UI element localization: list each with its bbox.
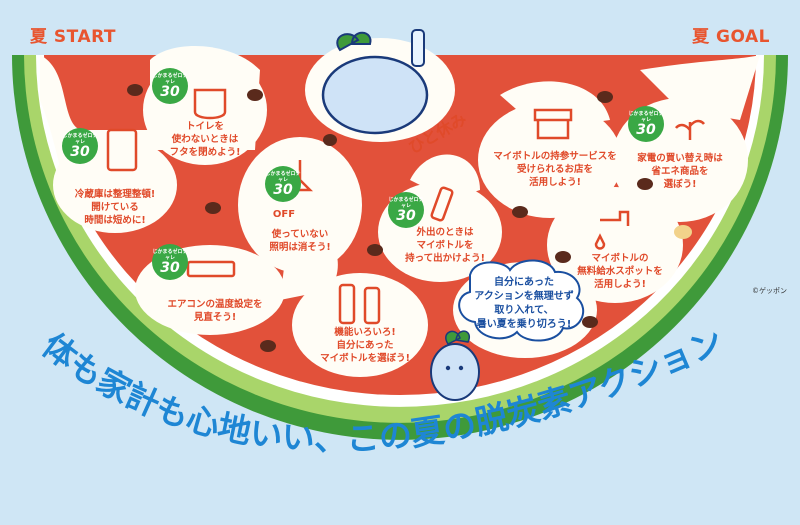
seed	[582, 316, 598, 328]
seed	[260, 340, 276, 352]
goal-label: 夏 GOAL	[692, 27, 770, 47]
water-tap-icon	[594, 210, 630, 250]
speech-bubble	[458, 259, 584, 342]
bottle-icon	[363, 286, 381, 325]
step-eco-appliances: 家電の買い替え時は 省エネ商品を 選ぼう!	[637, 153, 723, 190]
seed	[247, 89, 263, 101]
toilet-icon	[193, 88, 227, 120]
sprout-icon	[675, 119, 705, 140]
seed	[323, 134, 337, 146]
seed	[205, 202, 221, 214]
shop-icon	[533, 108, 573, 140]
credit: ©ゲッポン	[752, 287, 787, 295]
seed	[555, 251, 571, 263]
mascot-resting	[321, 29, 429, 135]
bottle-icon	[411, 29, 425, 67]
seed-light	[674, 225, 692, 239]
bottle-icon	[430, 186, 454, 222]
icons	[106, 88, 705, 325]
seed	[597, 91, 613, 103]
seed	[637, 178, 653, 190]
off-sign: OFF	[272, 209, 296, 220]
seed	[367, 244, 383, 256]
seeds	[127, 84, 692, 352]
air-conditioner-icon	[186, 260, 236, 278]
start-label: 夏 START	[30, 27, 117, 47]
step-toilet: トイレを 使わないときは フタを閉めよう!	[169, 121, 241, 158]
step-carry-bottle: 外出のときは マイボトルを 持って出かけよう!	[405, 227, 485, 264]
step-water-spot: マイボトルの 無料給水スポットを 活用しよう!	[577, 253, 663, 290]
seed	[127, 84, 143, 96]
step-lights-off: 使っていない 照明は消そう!	[269, 229, 331, 253]
mascot-standing	[430, 330, 480, 401]
step-bottle-shops: マイボトルの持参サービスを 受けられるお店を 活用しよう!	[493, 151, 617, 188]
bubble-text: 自分にあった アクションを無理せず 取り入れて、 暑い夏を乗り切ろう!	[474, 277, 574, 330]
bottle-icon	[338, 283, 356, 325]
seed	[512, 206, 528, 218]
refrigerator-icon	[106, 128, 138, 172]
step-refrigerator: 冷蔵庫は整理整頓! 開けている 時間は短めに!	[74, 189, 156, 226]
step-air-conditioner: エアコンの温度設定を 見直そう!	[167, 299, 263, 323]
game-path	[40, 38, 760, 377]
step-choose-bottle: 機能いろいろ! 自分にあった マイボトルを選ぼう!	[320, 327, 410, 364]
